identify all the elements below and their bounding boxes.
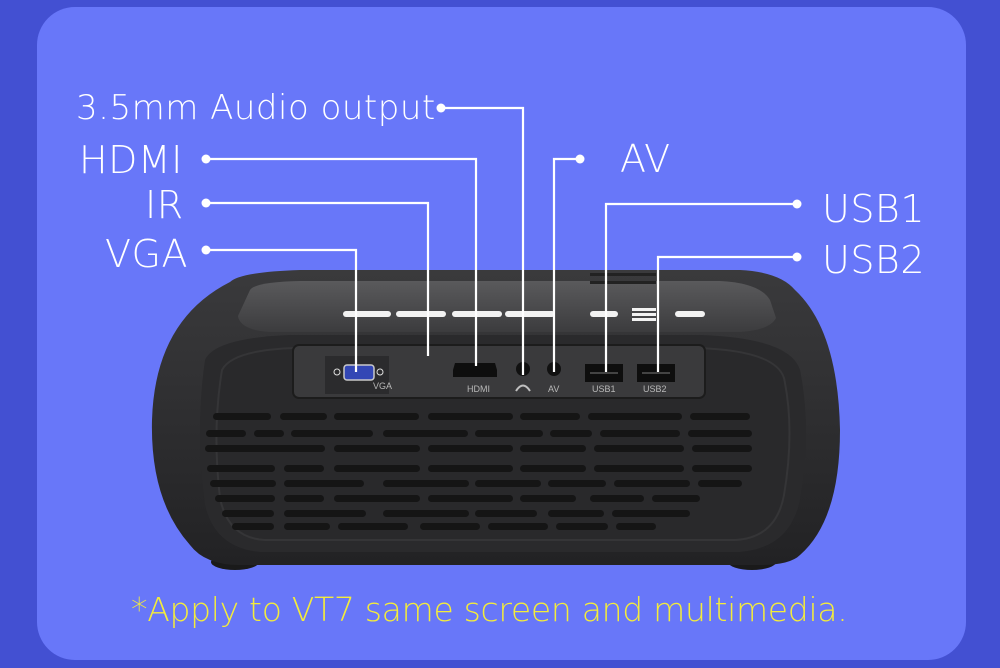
callout-av: AV [620,137,671,181]
footnote: *Apply to VT7 same screen and multimedia… [131,590,848,629]
leader-audio [441,106,525,375]
callout-usb1: USB1 [822,187,925,231]
callout-ir: IR [145,183,184,227]
port-label-usb2: USB2 [643,384,667,394]
leader-ir [206,201,430,356]
port-label-hdmi: HDMI [467,384,490,394]
leader-vga [206,248,358,372]
leader-usb1 [604,202,797,372]
callout-vga: VGA [105,232,188,276]
leader-usb2 [656,255,797,372]
leader-dots [201,103,802,262]
callout-audio-output: 3.5mm Audio output [76,88,436,128]
port-label-usb1: USB1 [592,384,616,394]
leader-hdmi [206,157,478,366]
projector-body [151,270,840,565]
leader-lines [206,106,797,375]
callout-usb2: USB2 [822,238,925,282]
callout-hdmi: HDMI [79,138,183,182]
port-label-av: AV [548,384,560,394]
leader-av [552,157,580,372]
port-label-vga: VGA [373,381,393,391]
